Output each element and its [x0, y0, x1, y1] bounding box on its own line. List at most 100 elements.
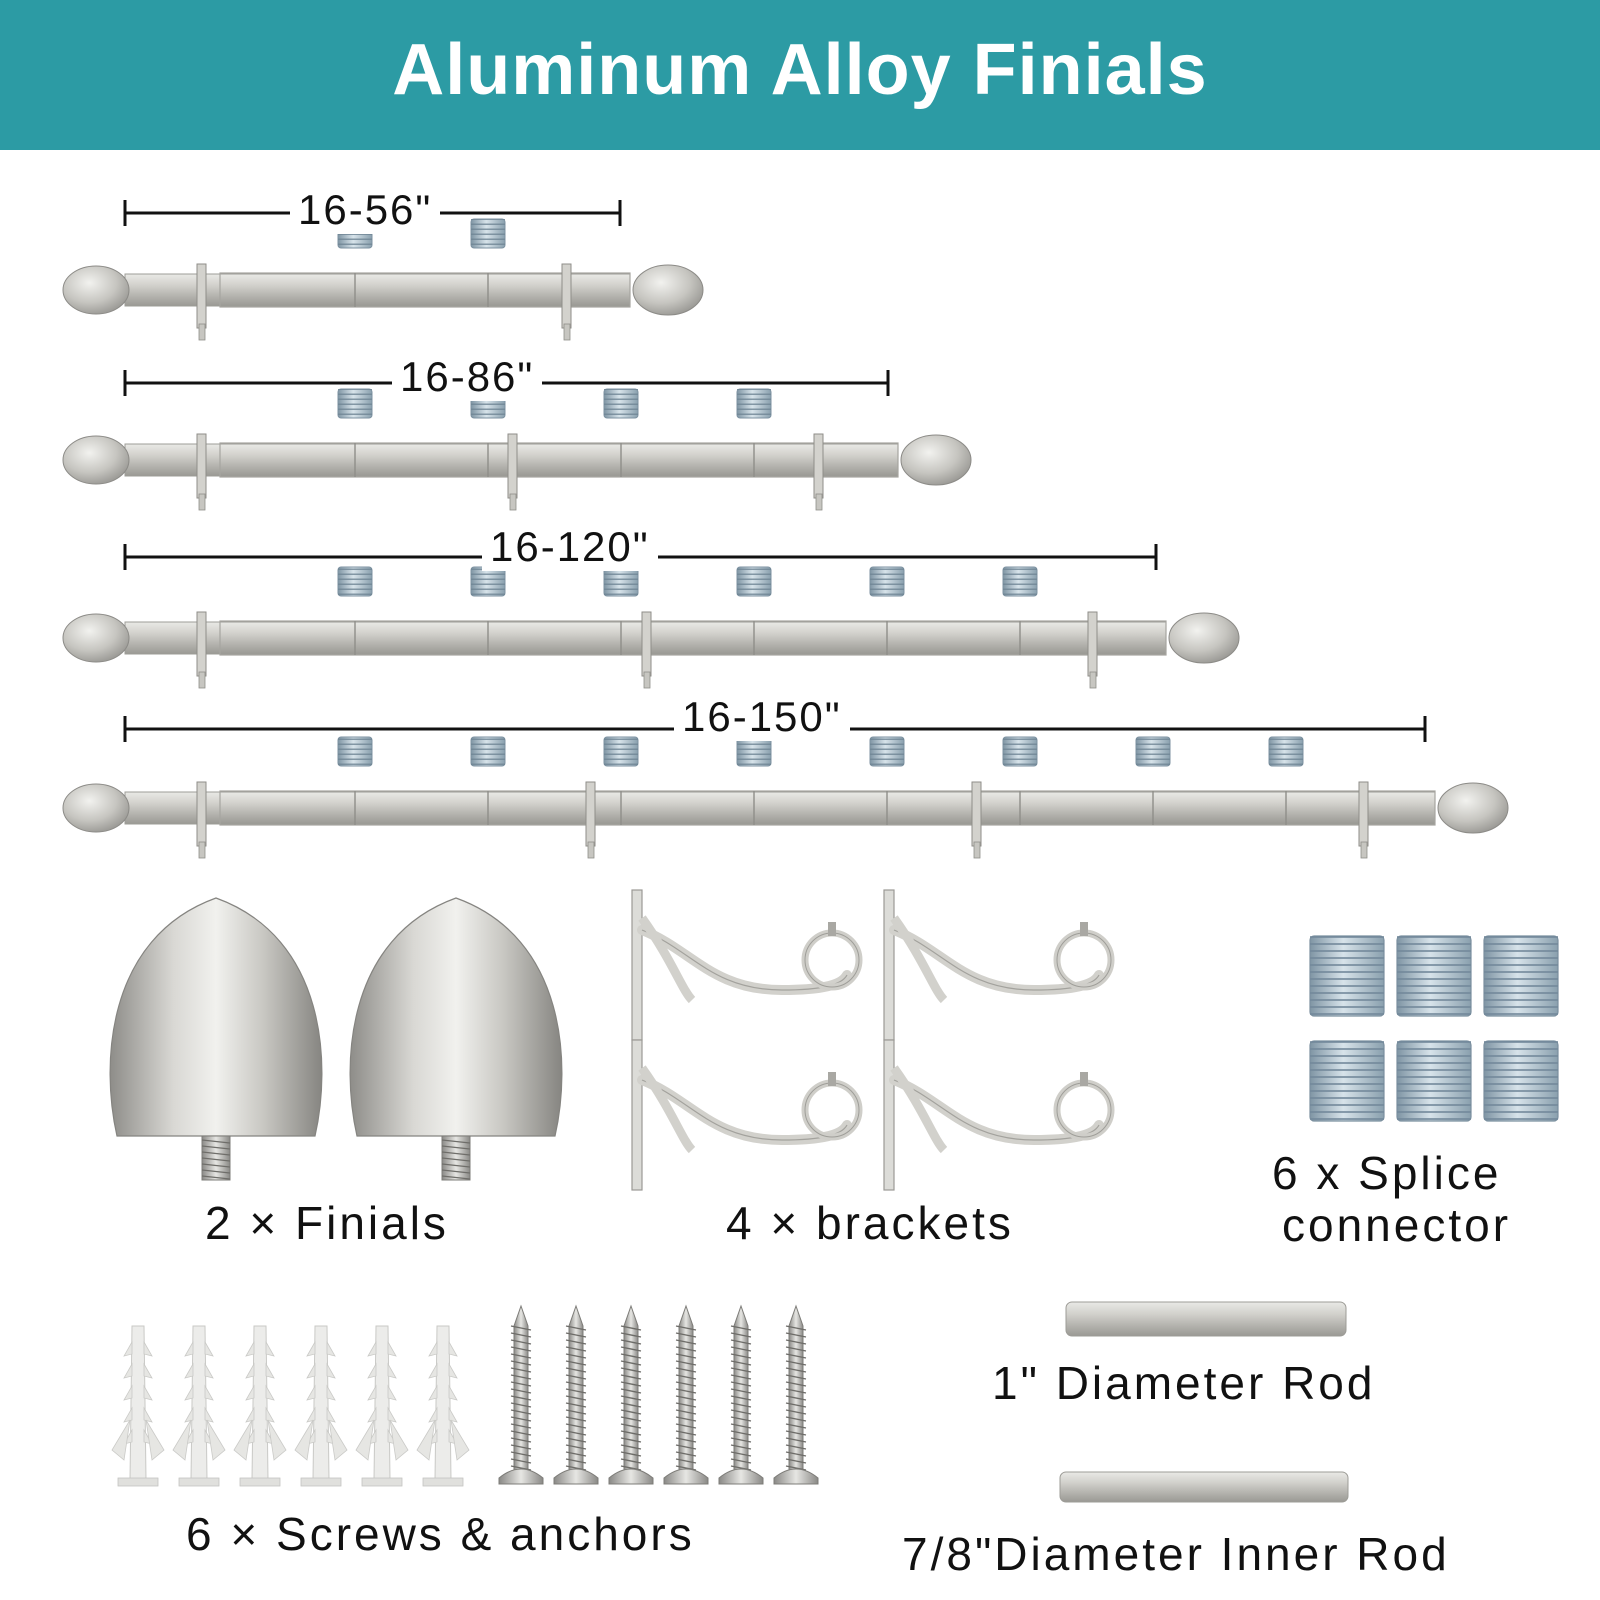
- anchor-barb: [448, 1406, 458, 1423]
- anchor-barb: [387, 1384, 397, 1401]
- screw-thread: [565, 1416, 587, 1422]
- bracket-icon: [196, 611, 207, 677]
- anchor-barb: [204, 1340, 214, 1357]
- screw-thread: [620, 1444, 642, 1450]
- finial-thread: [201, 1145, 231, 1150]
- screw-thread: [565, 1325, 587, 1331]
- screw-thread: [675, 1430, 697, 1436]
- finial-ball-icon: [62, 265, 130, 315]
- screw-thread: [510, 1430, 532, 1436]
- bracket-base: [1360, 841, 1368, 859]
- anchor-barb: [265, 1362, 275, 1379]
- anchor-barb: [367, 1362, 377, 1379]
- screw-thread: [730, 1388, 752, 1394]
- screw-thread: [675, 1437, 697, 1443]
- anchor-barb: [448, 1384, 458, 1401]
- rod-length-label: 16-120": [482, 523, 658, 571]
- bracket-base: [198, 323, 206, 341]
- anchor-collar: [422, 1477, 464, 1487]
- splice-connector-icon: [1309, 1040, 1385, 1122]
- anchor-barb: [326, 1362, 336, 1379]
- anchor-barb: [306, 1340, 316, 1357]
- bracket-brace: [890, 915, 948, 1004]
- bracket-icon: [196, 263, 207, 329]
- rod-assembly: [62, 544, 1240, 689]
- bracket-icon: [1358, 781, 1369, 847]
- screw-thread: [510, 1451, 532, 1457]
- screw-thread: [620, 1395, 642, 1401]
- splice-connector-icon: [1483, 935, 1559, 1017]
- screw-thread: [620, 1409, 642, 1415]
- screw-thread: [785, 1416, 807, 1422]
- screw-thread: [620, 1437, 642, 1443]
- screw-head: [718, 1468, 764, 1485]
- screw-thread: [675, 1402, 697, 1408]
- wall-anchor-icon: [111, 1325, 165, 1487]
- anchor-barb: [204, 1406, 214, 1423]
- finial-ball-icon: [632, 264, 704, 316]
- screw-icon: [663, 1304, 709, 1485]
- connector-thread: [604, 389, 638, 418]
- screw-thread: [565, 1346, 587, 1352]
- splice-connectors-group: [1309, 935, 1559, 1122]
- screw-thread: [565, 1402, 587, 1408]
- anchor-wing: [328, 1419, 348, 1461]
- anchor-barb: [123, 1362, 133, 1379]
- outer-rod-label: 1" Diameter Rod: [992, 1357, 1376, 1409]
- anchor-barb: [204, 1384, 214, 1401]
- splice-connector-icon: [1483, 1040, 1559, 1122]
- bracket-base: [1089, 671, 1097, 689]
- bracket-set-screw: [828, 1072, 836, 1086]
- rod-outer-sleeve: [219, 790, 1436, 826]
- screw-thread: [675, 1388, 697, 1394]
- bracket-base: [198, 671, 206, 689]
- finial-thread: [441, 1169, 471, 1174]
- screw-thread: [510, 1367, 532, 1373]
- finial-thread: [201, 1169, 231, 1174]
- screw-thread: [620, 1416, 642, 1422]
- anchor-barb: [143, 1362, 153, 1379]
- finials-group: [109, 897, 563, 1181]
- screw-thread: [510, 1339, 532, 1345]
- anchor-barb: [428, 1406, 438, 1423]
- anchor-barb: [184, 1384, 194, 1401]
- connector-thread: [338, 567, 372, 596]
- rod-assembly: [62, 370, 972, 511]
- screw-thread: [730, 1430, 752, 1436]
- screw-thread: [620, 1374, 642, 1380]
- wall-anchor-icon: [233, 1325, 287, 1487]
- screw-thread: [675, 1353, 697, 1359]
- finial-thread: [441, 1151, 471, 1156]
- finial-ball-icon: [1437, 782, 1509, 834]
- anchor-collar: [361, 1477, 403, 1487]
- screw-thread: [785, 1444, 807, 1450]
- screw-thread: [675, 1346, 697, 1352]
- screw-thread: [730, 1339, 752, 1345]
- connector-thread: [338, 737, 372, 766]
- screw-thread: [510, 1353, 532, 1359]
- bracket-icon: [631, 1039, 863, 1191]
- finial-thread: [441, 1157, 471, 1162]
- finial-thread: [201, 1157, 231, 1162]
- rod-length-label: 16-56": [290, 186, 441, 234]
- rod-body: [124, 791, 1436, 825]
- screw-thread: [785, 1353, 807, 1359]
- bracket-base: [587, 841, 595, 859]
- anchor-barb: [265, 1406, 275, 1423]
- splice-connector-label-line2: connector: [1282, 1199, 1512, 1251]
- anchor-wing: [206, 1419, 226, 1461]
- anchor-barb: [306, 1384, 316, 1401]
- screw-thread: [730, 1402, 752, 1408]
- screw-thread: [510, 1374, 532, 1380]
- anchor-barb: [123, 1406, 133, 1423]
- anchor-collar: [178, 1477, 220, 1487]
- screw-thread: [675, 1451, 697, 1457]
- screw-thread: [675, 1444, 697, 1450]
- finial-ball-icon: [62, 783, 130, 833]
- finial-ball-icon: [62, 435, 130, 485]
- screw-thread: [785, 1458, 807, 1464]
- screw-thread: [675, 1423, 697, 1429]
- screw-thread: [675, 1409, 697, 1415]
- screw-thread: [510, 1423, 532, 1429]
- finial-thread: [201, 1139, 231, 1144]
